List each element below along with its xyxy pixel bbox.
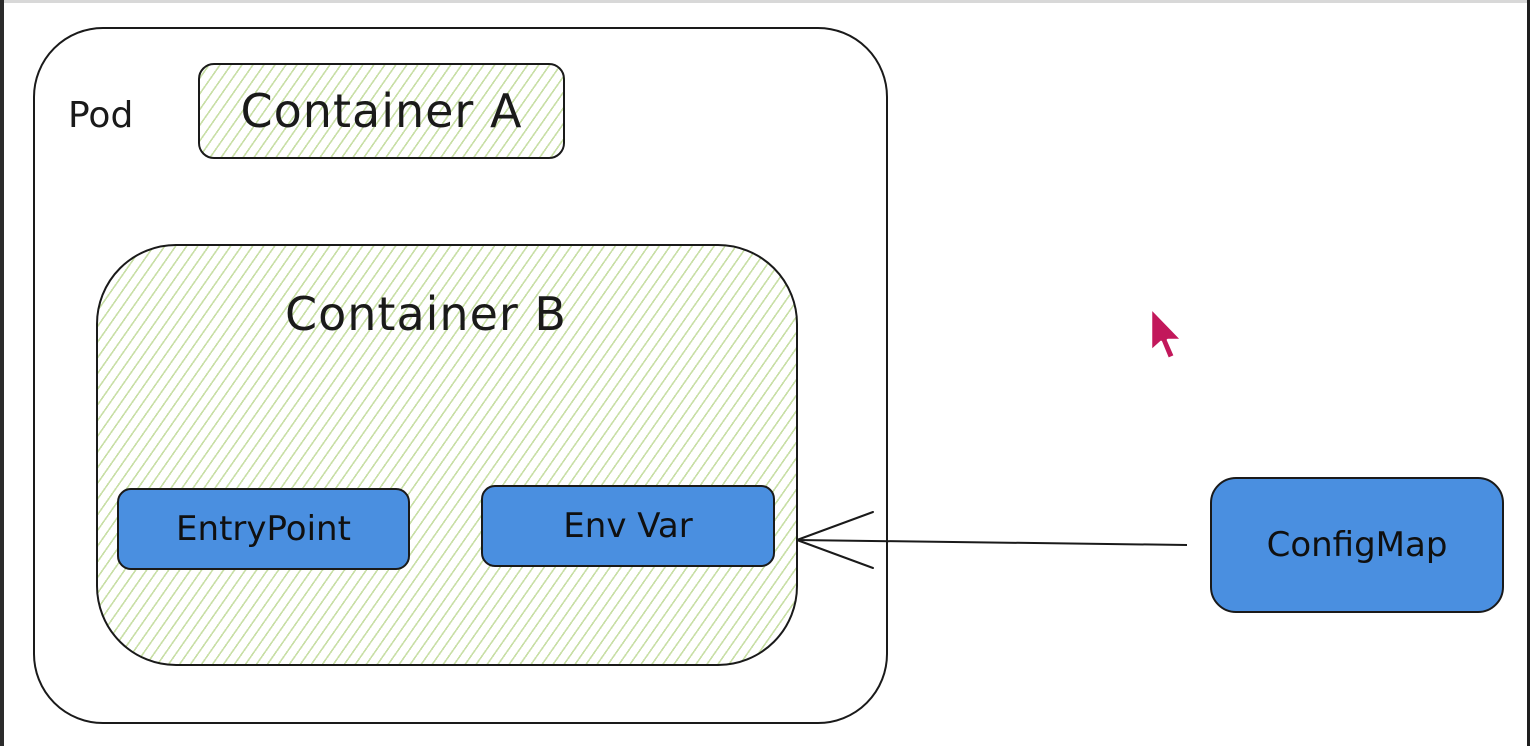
configmap-box[interactable]: ConfigMap (1210, 477, 1504, 613)
container-b-label: Container B (285, 287, 567, 341)
window-top-border (0, 0, 1530, 3)
configmap-label: ConfigMap (1266, 525, 1448, 565)
container-b-box[interactable] (96, 244, 798, 666)
window-left-border (0, 0, 4, 746)
env-var-box[interactable]: Env Var (481, 485, 775, 567)
mouse-cursor-icon (1149, 306, 1184, 361)
env-var-label: Env Var (563, 506, 693, 546)
entrypoint-box[interactable]: EntryPoint (117, 488, 410, 570)
entrypoint-label: EntryPoint (176, 509, 351, 549)
pod-label: Pod (68, 95, 134, 136)
container-a-label: Container A (240, 84, 523, 138)
container-a-box[interactable]: Container A (198, 63, 565, 159)
window-right-border (1527, 0, 1530, 746)
